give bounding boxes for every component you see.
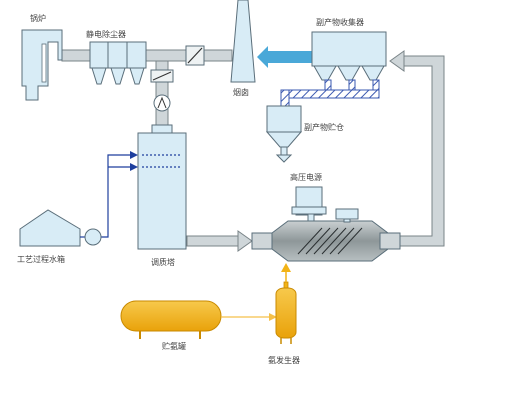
duct-reactor-collector — [397, 55, 445, 247]
ammonia-generator-label: 氨发生器 — [268, 355, 300, 365]
water-line — [80, 154, 130, 238]
esp-label: 静电除尘器 — [86, 29, 126, 39]
process-water-tank — [19, 209, 81, 247]
ammonia-tank-label: 贮氨罐 — [162, 341, 186, 351]
boiler-label: 锅炉 — [30, 13, 46, 23]
duct-arrow-reactor-inlet — [237, 230, 253, 252]
collector-label: 副产物收集器 — [316, 17, 364, 27]
water-tank-label: 工艺过程水箱 — [17, 254, 65, 264]
duct-boiler-esp — [61, 49, 91, 62]
chimney-label: 烟囱 — [233, 87, 249, 97]
hv-power-label: 高压电源 — [290, 172, 322, 182]
fan-icon — [153, 94, 171, 112]
conditioning-tower — [137, 124, 187, 250]
silo-label: 副产物贮仓 — [304, 122, 344, 132]
boiler — [21, 29, 63, 101]
branch-damper — [150, 69, 174, 83]
pump-icon — [84, 228, 102, 246]
hv-power-supply — [291, 186, 359, 223]
reactor — [251, 220, 401, 262]
tower-label: 调质塔 — [151, 257, 175, 267]
ammonia-line-arrow — [269, 313, 277, 321]
duct-arrow-collector-inlet — [389, 50, 405, 72]
ammonia-generator — [275, 281, 297, 344]
flow-arrow-to-chimney — [257, 46, 312, 68]
byproduct-collector — [311, 31, 387, 81]
ammonia-feed-arrow — [281, 263, 291, 272]
byproduct-conveyor — [280, 79, 380, 107]
water-arrow-upper — [130, 151, 138, 159]
byproduct-silo — [265, 105, 303, 163]
ammonia-storage-tank — [120, 300, 222, 339]
duct-tower-reactor — [186, 235, 240, 247]
electrostatic-precipitator — [89, 41, 147, 85]
water-arrow-lower — [130, 163, 138, 171]
chimney — [230, 0, 256, 83]
damper-valve — [185, 45, 205, 66]
